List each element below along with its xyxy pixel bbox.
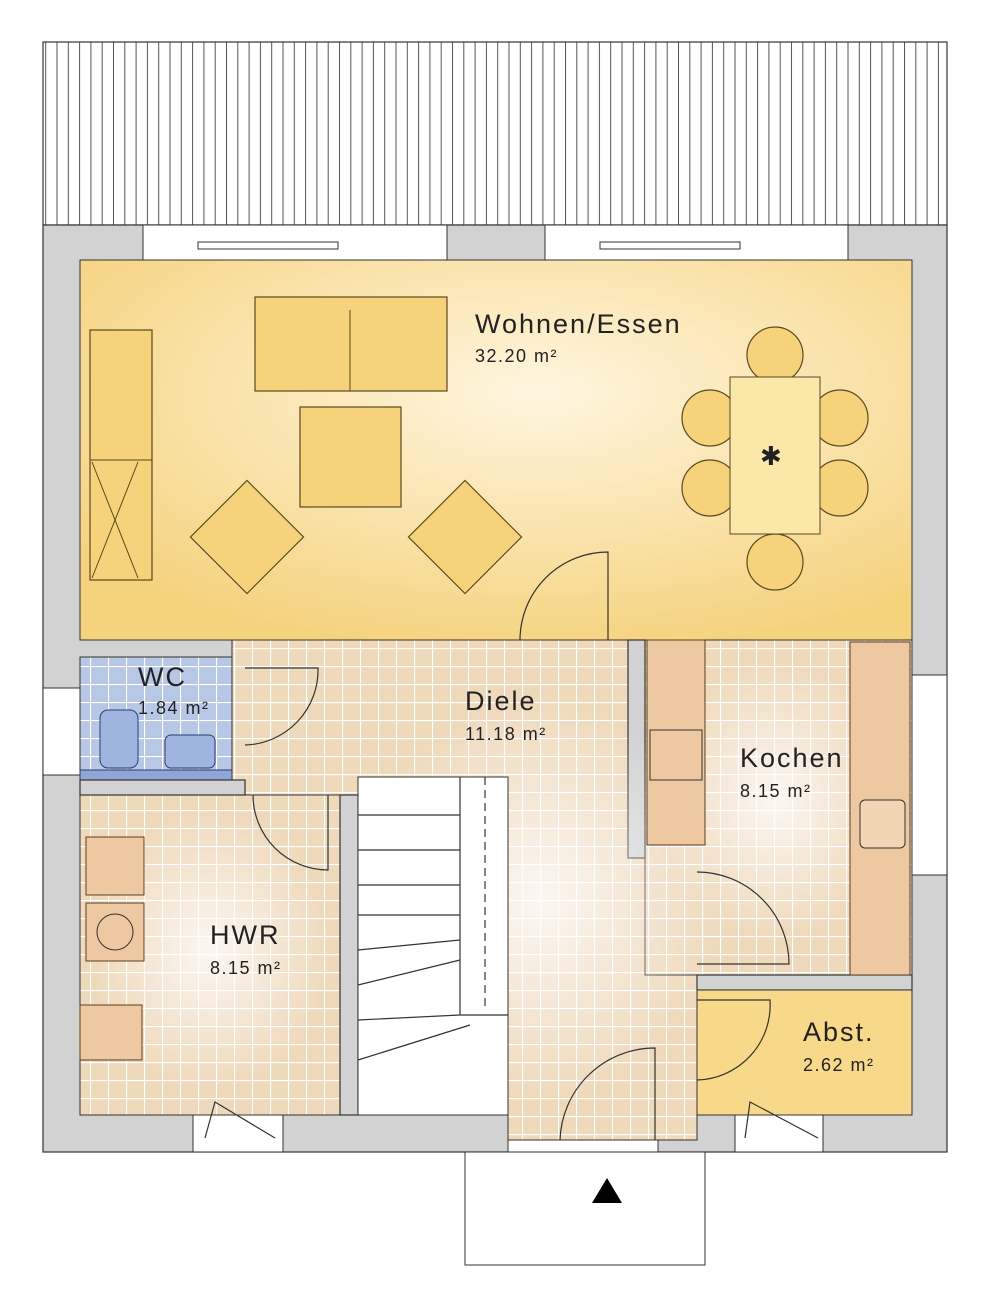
staircase xyxy=(357,776,509,1116)
coffee-table xyxy=(299,406,402,508)
washing-machine xyxy=(85,836,145,896)
light-glow xyxy=(90,810,330,1090)
dining-table xyxy=(729,376,821,535)
utility-sink xyxy=(79,1004,143,1061)
sofa xyxy=(254,296,448,392)
door-swings xyxy=(204,551,819,1141)
window-sill xyxy=(599,241,741,250)
north-arrow-triangle-icon xyxy=(592,1178,622,1203)
wc-window xyxy=(42,687,81,776)
terrace xyxy=(42,41,948,226)
toilet xyxy=(99,709,139,769)
sink xyxy=(859,799,906,849)
room-name-abst: Abst. xyxy=(803,1017,875,1047)
interior-wall xyxy=(79,779,246,796)
room-area-diele: 11.18 m² xyxy=(465,724,547,744)
room-area-kochen: 8.15 m² xyxy=(740,781,812,801)
room-name-diele: Diele xyxy=(465,686,537,716)
entrance-door-opening xyxy=(507,1139,659,1153)
chair xyxy=(746,326,804,384)
furniture: ✱ xyxy=(79,296,911,1061)
wc-counter xyxy=(79,769,233,781)
dryer xyxy=(85,902,145,962)
room-area-abst: 2.62 m² xyxy=(803,1055,875,1075)
room-area-hwr: 8.15 m² xyxy=(210,958,282,978)
interior-wall xyxy=(339,794,359,1116)
room-name-hwr: HWR xyxy=(210,920,280,950)
room-area-wc: 1.84 m² xyxy=(138,698,210,718)
wash-basin xyxy=(164,734,216,769)
interior-wall xyxy=(696,974,913,991)
light-glow xyxy=(655,660,895,940)
window-sill xyxy=(197,241,339,250)
sideboard xyxy=(89,329,153,581)
chair xyxy=(746,533,804,591)
room-name-wc: WC xyxy=(138,662,187,692)
room-name-wohnen-essen: Wohnen/Essen xyxy=(475,309,682,339)
plant-icon: ✱ xyxy=(760,442,782,471)
room-area-wohnen-essen: 32.20 m² xyxy=(475,346,558,366)
room-abst xyxy=(696,989,913,1116)
entrance-landing xyxy=(464,1151,706,1266)
armchair xyxy=(189,479,305,595)
armchair xyxy=(407,479,523,595)
room-name-kochen: Kochen xyxy=(740,743,844,773)
stair-steps xyxy=(357,777,508,1061)
kitchen-window xyxy=(911,674,948,876)
stove xyxy=(649,729,703,781)
